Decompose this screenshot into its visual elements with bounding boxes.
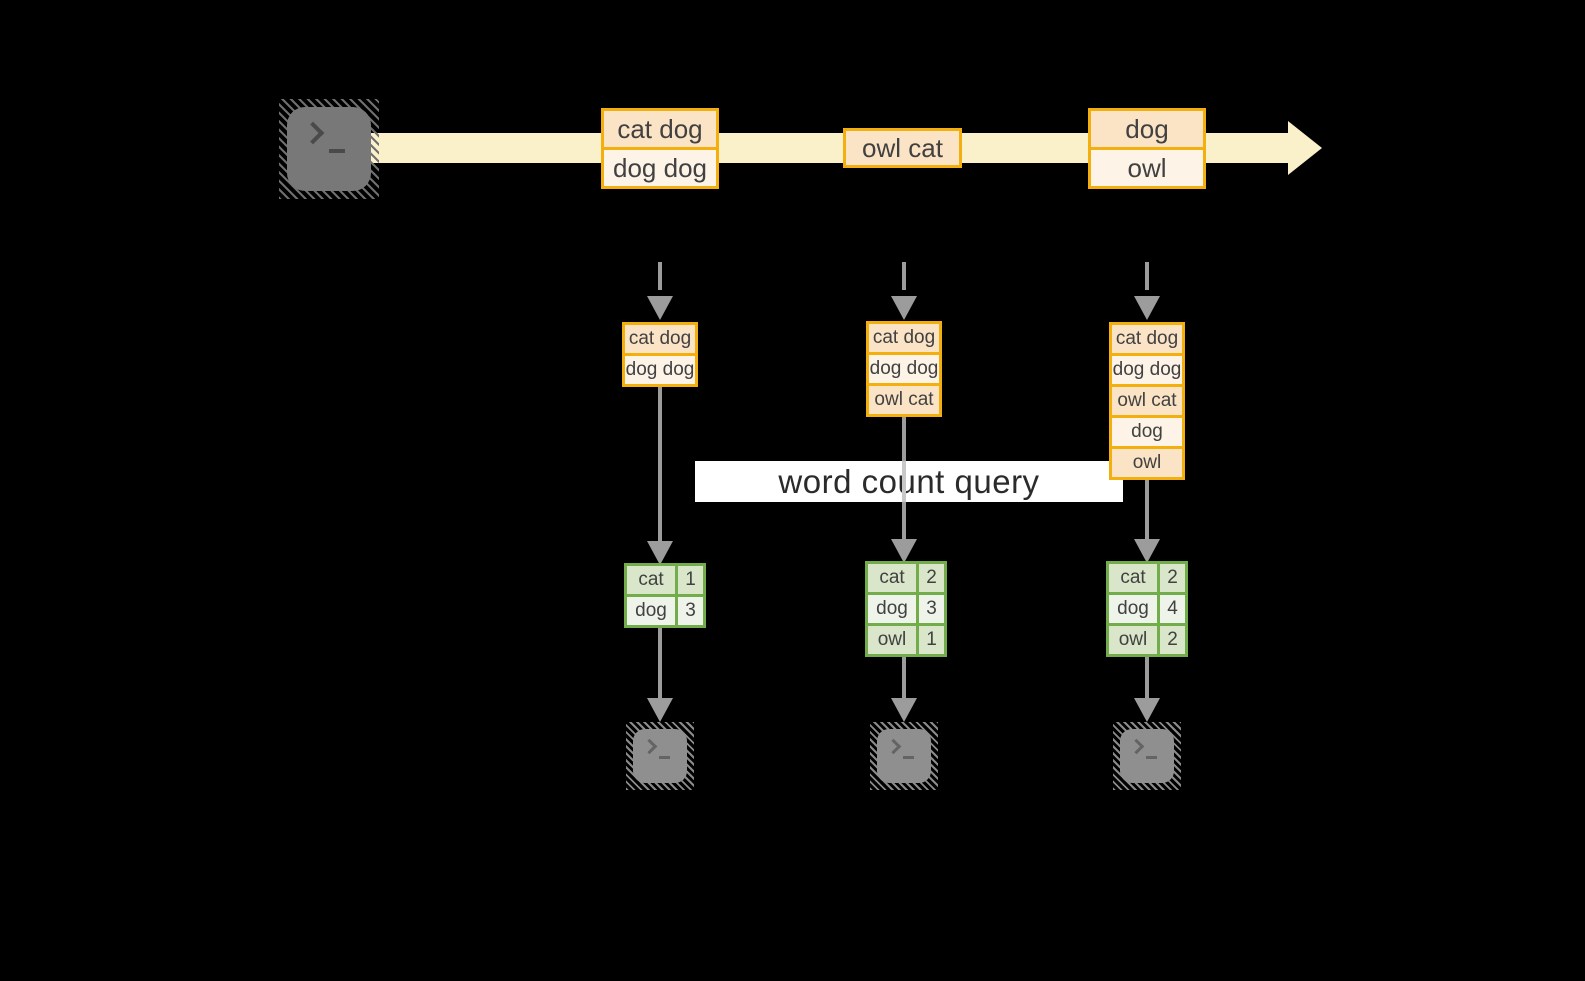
word-cell: owl — [868, 626, 916, 654]
table-row: dog 3 — [627, 594, 703, 625]
table-row: cat 2 — [1109, 564, 1185, 592]
table-row: dog 3 — [868, 592, 944, 623]
count-cell: 3 — [916, 595, 944, 623]
flow-line — [658, 387, 662, 541]
down-arrow-icon — [1134, 539, 1160, 563]
record-row: owl — [1091, 147, 1203, 186]
record-buffer-stack-2: cat dog dog dog owl cat — [866, 321, 942, 417]
prompt-underscore-icon — [903, 756, 914, 759]
word-cell: cat — [1109, 564, 1157, 592]
word-cell: dog — [868, 595, 916, 623]
down-arrow-icon — [891, 539, 917, 563]
terminal-body — [633, 729, 687, 783]
producer-terminal-icon — [279, 99, 379, 199]
table-row: owl 1 — [868, 623, 944, 654]
flow-line — [902, 414, 906, 461]
table-row: cat 1 — [627, 566, 703, 594]
consumer-terminal-icon — [870, 722, 938, 790]
down-arrow-icon — [891, 296, 917, 320]
buffer-row: cat dog — [625, 325, 695, 353]
query-banner: word count query — [695, 461, 1123, 502]
count-cell: 1 — [675, 566, 703, 594]
down-arrow-icon — [1134, 296, 1160, 320]
down-arrow-icon — [891, 698, 917, 722]
count-cell: 3 — [675, 597, 703, 625]
buffer-row: cat dog — [869, 324, 939, 352]
stream-record-box-1: cat dog dog dog — [601, 108, 719, 189]
down-arrow-icon — [1134, 698, 1160, 722]
down-arrow-icon — [647, 296, 673, 320]
prompt-chevron-icon — [885, 738, 902, 755]
stream-record-box-3: dog owl — [1088, 108, 1206, 189]
word-count-table-1: cat 1 dog 3 — [624, 563, 706, 628]
down-arrow-icon — [647, 541, 673, 565]
consumer-terminal-icon — [1113, 722, 1181, 790]
flow-line — [1145, 480, 1149, 539]
dashed-flow-line — [658, 262, 662, 290]
stream-record-box-2: owl cat — [843, 128, 962, 168]
dashed-flow-line — [902, 262, 906, 290]
prompt-chevron-icon — [641, 738, 658, 755]
word-cell: owl — [1109, 626, 1157, 654]
buffer-row: dog dog — [625, 353, 695, 384]
flow-line — [658, 628, 662, 698]
terminal-body — [1120, 729, 1174, 783]
buffer-row: dog dog — [1112, 353, 1182, 384]
record-buffer-stack-3: cat dog dog dog owl cat dog owl — [1109, 322, 1185, 480]
flow-line — [1145, 657, 1149, 698]
table-row: cat 2 — [868, 564, 944, 592]
record-row: dog dog — [604, 147, 716, 186]
table-row: owl 2 — [1109, 623, 1185, 654]
record-buffer-stack-1: cat dog dog dog — [622, 322, 698, 387]
dashed-flow-line — [1145, 262, 1149, 290]
down-arrow-icon — [647, 698, 673, 722]
table-row: dog 4 — [1109, 592, 1185, 623]
flow-line — [902, 461, 906, 502]
count-cell: 1 — [916, 626, 944, 654]
flow-line — [902, 657, 906, 698]
prompt-underscore-icon — [329, 149, 345, 153]
prompt-chevron-icon — [1128, 738, 1145, 755]
record-row: cat dog — [604, 111, 716, 147]
prompt-underscore-icon — [1146, 756, 1157, 759]
word-cell: dog — [1109, 595, 1157, 623]
word-cell: dog — [627, 597, 675, 625]
stream-band-arrowhead-icon — [1288, 121, 1322, 175]
buffer-row: owl cat — [869, 383, 939, 414]
terminal-body — [287, 107, 371, 191]
buffer-row: owl — [1112, 446, 1182, 477]
consumer-terminal-icon — [626, 722, 694, 790]
count-cell: 4 — [1157, 595, 1185, 623]
prompt-chevron-icon — [301, 121, 325, 145]
count-cell: 2 — [1157, 626, 1185, 654]
word-cell: cat — [627, 566, 675, 594]
word-count-table-3: cat 2 dog 4 owl 2 — [1106, 561, 1188, 657]
record-row: dog — [1091, 111, 1203, 147]
word-count-table-2: cat 2 dog 3 owl 1 — [865, 561, 947, 657]
record-row: owl cat — [846, 131, 959, 165]
buffer-row: owl cat — [1112, 384, 1182, 415]
count-cell: 2 — [916, 564, 944, 592]
buffer-row: dog dog — [869, 352, 939, 383]
flow-line — [902, 502, 906, 539]
word-cell: cat — [868, 564, 916, 592]
count-cell: 2 — [1157, 564, 1185, 592]
query-banner-label: word count query — [778, 462, 1040, 500]
prompt-underscore-icon — [659, 756, 670, 759]
buffer-row: cat dog — [1112, 325, 1182, 353]
terminal-body — [877, 729, 931, 783]
buffer-row: dog — [1112, 415, 1182, 446]
